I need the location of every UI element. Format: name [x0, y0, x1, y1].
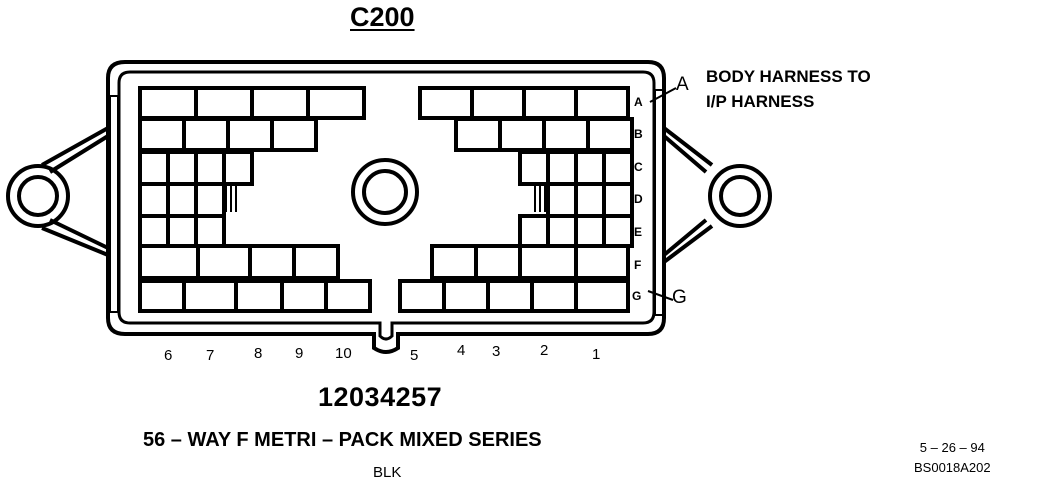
cavity	[194, 150, 226, 186]
row-label: E	[634, 225, 643, 239]
cavity	[280, 279, 328, 313]
drawing-date: 5 – 26 – 94	[919, 440, 985, 455]
cavity	[248, 244, 296, 280]
column-label: 6	[164, 347, 173, 364]
cavity	[138, 244, 200, 280]
cavity	[398, 279, 446, 313]
column-label: 9	[295, 345, 304, 362]
cavity	[226, 117, 274, 152]
cavity	[194, 214, 226, 248]
callout-pin-g: G	[672, 287, 687, 308]
series-description: 56 – WAY F METRI – PACK MIXED SERIES	[143, 429, 542, 451]
description-line-1: BODY HARNESS TO	[706, 67, 871, 86]
column-label: 5	[410, 347, 419, 364]
cavity	[574, 244, 630, 280]
center-boss	[351, 158, 419, 226]
lock-tabs	[225, 184, 546, 212]
cavity	[442, 279, 490, 313]
cavity	[546, 182, 578, 218]
cavity	[270, 117, 318, 152]
connector-color: BLK	[373, 464, 402, 481]
cavity	[292, 244, 340, 280]
cavity	[138, 117, 186, 152]
cavity	[602, 214, 634, 248]
callout-pin-a: A	[676, 74, 689, 95]
cavity	[138, 214, 170, 248]
cavity	[486, 279, 534, 313]
cavity	[166, 150, 198, 186]
row-label: G	[632, 289, 642, 303]
description-line-2: I/P HARNESS	[706, 92, 815, 111]
cavity	[194, 182, 226, 218]
column-label: 10	[335, 345, 352, 362]
callout-leaders	[647, 87, 677, 301]
right-mounting-ear	[662, 126, 772, 264]
column-label: 4	[457, 342, 466, 359]
cavity	[574, 182, 606, 218]
connector-description: BODY HARNESS TO I/P HARNESS	[706, 64, 871, 114]
row-label: F	[634, 258, 642, 272]
cavity	[574, 150, 606, 186]
cavity	[518, 244, 578, 280]
row-label: B	[634, 127, 643, 141]
cavity	[454, 117, 502, 152]
row-label: A	[634, 95, 643, 109]
cavity	[498, 117, 546, 152]
column-label: 1	[592, 346, 601, 363]
cavity	[546, 150, 578, 186]
cavity	[222, 150, 254, 186]
cavity	[306, 86, 366, 120]
right-latch-bar	[654, 89, 664, 316]
cavity	[522, 86, 578, 120]
cavity	[138, 279, 186, 313]
cavity	[546, 214, 578, 248]
cavity	[138, 150, 170, 186]
column-label: 3	[492, 343, 501, 360]
cavity	[602, 182, 634, 218]
cavity	[138, 182, 170, 218]
cavity	[418, 86, 474, 120]
cavity	[196, 244, 252, 280]
cavity	[182, 117, 230, 152]
cavity	[574, 214, 606, 248]
drawing-info: 5 – 26 – 94 BS0018A202	[914, 438, 991, 478]
connector-title: C200	[350, 2, 415, 32]
drawing-code: BS0018A202	[914, 460, 991, 475]
part-number: 12034257	[318, 382, 443, 412]
cavity	[138, 86, 198, 120]
row-label: D	[634, 192, 643, 206]
cavity	[470, 86, 526, 120]
cavity	[166, 214, 198, 248]
connector-inner-wall	[117, 70, 656, 341]
cavity	[194, 86, 254, 120]
cavity	[324, 279, 372, 313]
column-label: 7	[206, 347, 215, 364]
cavity	[518, 150, 550, 186]
cavity	[518, 214, 550, 248]
column-label: 2	[540, 342, 549, 359]
cavity	[602, 150, 634, 186]
cavity	[586, 117, 634, 152]
column-label: 8	[254, 345, 263, 362]
cavity	[530, 279, 578, 313]
cavity	[234, 279, 284, 313]
cavity	[574, 86, 630, 120]
cavity	[430, 244, 478, 280]
cavity	[182, 279, 238, 313]
cavity	[166, 182, 198, 218]
cavity	[542, 117, 590, 152]
cavity	[250, 86, 310, 120]
left-mounting-ear	[6, 126, 110, 257]
cavity	[474, 244, 522, 280]
row-label: C	[634, 160, 643, 174]
left-latch-bar	[109, 95, 119, 313]
cavity	[574, 279, 630, 313]
cavity-grid	[138, 86, 634, 313]
